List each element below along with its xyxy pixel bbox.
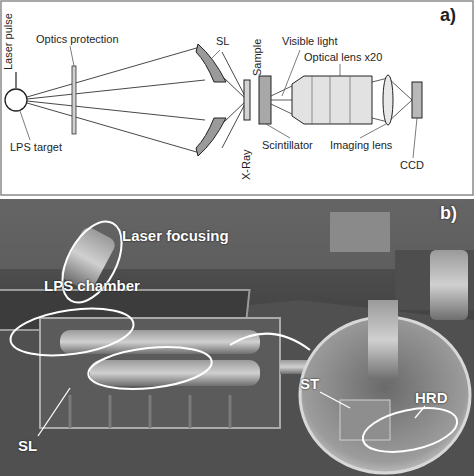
laser-beam [15, 72, 16, 88]
mirror-upper [196, 44, 226, 82]
chamber-ribs [70, 395, 230, 428]
sample-plate [244, 80, 250, 120]
part-label: LPS chamber [44, 278, 140, 293]
signal-label: X-Ray [241, 149, 252, 180]
part-label: SL [18, 438, 37, 453]
panel-frame [1, 1, 473, 195]
part-label: CCD [400, 160, 424, 171]
part-label: Scintillator [262, 140, 313, 151]
detector-column [368, 300, 398, 380]
highlight-ellipses [8, 212, 462, 460]
vacuum-flange [430, 250, 468, 320]
objective-lens [292, 76, 372, 124]
panel-letter: b) [440, 204, 457, 222]
part-label: Laser focusing [122, 228, 229, 243]
chamber-cylinder [90, 360, 260, 386]
photo-background [0, 199, 474, 476]
visible-light-rays [271, 86, 292, 114]
schematic-panel [1, 1, 473, 195]
optics-protection-plate [72, 66, 76, 134]
leader-lines [20, 46, 417, 158]
objective-detail [312, 76, 350, 124]
scintillator-plate [259, 76, 271, 124]
lps-chamber-box [40, 318, 280, 428]
part-label: ST [300, 376, 319, 391]
part-label: Optical lens x20 [304, 52, 382, 63]
panel-letter: a) [440, 6, 456, 24]
photo-panel [0, 199, 474, 476]
beam-label: Laser pulse [3, 13, 14, 70]
photo-leader-lines [38, 388, 425, 436]
mirror-lower [196, 118, 226, 156]
signal-label: Visible light [282, 36, 337, 47]
part-label: Sample [252, 39, 263, 76]
part-label: Optics protection [36, 34, 119, 45]
part-label: LPS target [10, 142, 62, 153]
part-label: SL [216, 36, 229, 47]
part-label: HRD [415, 390, 448, 405]
lab-equipment [330, 212, 390, 252]
imaging-lens [383, 75, 393, 125]
target-circle [5, 89, 27, 111]
optical-table [0, 300, 474, 476]
part-label: Imaging lens [330, 140, 392, 151]
ccd-sensor [412, 82, 422, 118]
